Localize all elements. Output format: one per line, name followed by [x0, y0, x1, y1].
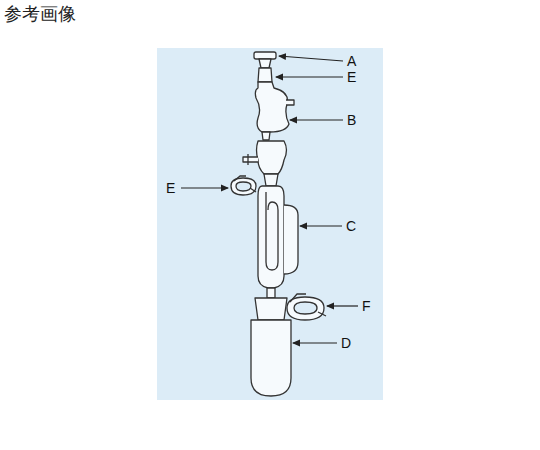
- inner-tube: [266, 192, 278, 270]
- side-tube-right: [286, 100, 294, 105]
- part-letter: E: [347, 70, 356, 84]
- part-letter: B: [347, 113, 356, 127]
- upper-bulb: [255, 82, 289, 132]
- stopcock-body: [257, 141, 287, 174]
- body-stem: [267, 288, 275, 298]
- leader-line: [181, 187, 228, 188]
- collection-tube: [251, 320, 291, 396]
- leader-line: [327, 305, 358, 306]
- leader-line: [276, 76, 343, 77]
- side-arm: [284, 205, 298, 274]
- neck-joint: [258, 68, 272, 82]
- part-letter: A: [347, 54, 356, 68]
- upper-stem: [262, 132, 270, 140]
- clip-detail: [290, 294, 326, 316]
- leader-line: [293, 342, 337, 343]
- part-letter: D: [341, 336, 351, 350]
- tube-joint: [255, 298, 287, 320]
- leader-line: [290, 119, 343, 120]
- tube-end: [247, 154, 248, 165]
- stopper-head: [254, 52, 276, 59]
- clip-hole: [236, 182, 251, 191]
- part-letter: E: [166, 181, 175, 195]
- leader-line: [279, 56, 343, 61]
- part-letter: F: [362, 299, 371, 313]
- clip-detail: [234, 176, 256, 192]
- washing-body: [258, 186, 284, 288]
- clip-hole: [294, 302, 317, 314]
- part-letter: C: [346, 219, 356, 233]
- joint-clip: [287, 297, 324, 320]
- panel: [157, 48, 383, 400]
- leader-line: [300, 225, 342, 226]
- lower-joint: [264, 174, 278, 186]
- page-heading: 参考画像: [4, 5, 76, 23]
- stopper-stem: [259, 59, 271, 68]
- side-tube-left: [243, 157, 258, 162]
